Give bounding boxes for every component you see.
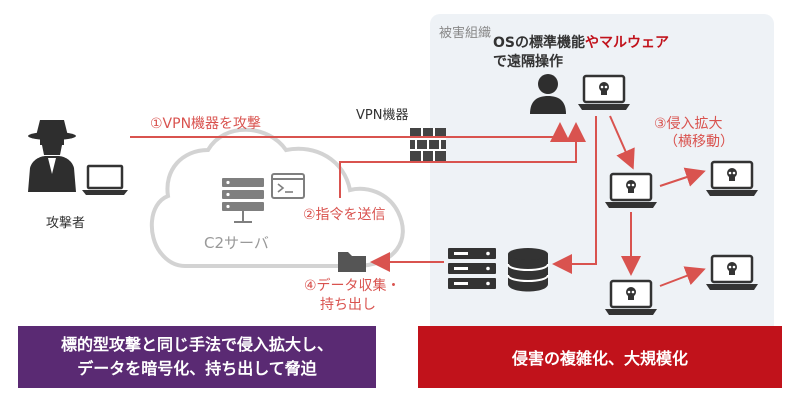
arrow-step2 <box>339 122 586 198</box>
vpn-device-label: VPN機器 <box>356 108 409 123</box>
arrow-step3-c <box>659 167 706 187</box>
attacker-label: 攻撃者 <box>46 216 86 231</box>
folder-icon <box>338 252 366 272</box>
arrow-step3-a <box>609 115 635 170</box>
attacker-icon <box>28 120 76 192</box>
arrow-to-server <box>552 116 597 274</box>
arrow-step1 <box>130 122 570 142</box>
step3-label-line2: （横移動） <box>664 134 734 150</box>
step4-label-line2: 持ち出し <box>320 297 376 313</box>
infected-laptop-5-icon <box>706 254 758 290</box>
c2-server-icon <box>222 178 264 223</box>
infected-laptop-main-icon <box>578 74 630 110</box>
infected-laptop-3-icon <box>605 279 657 315</box>
step1-label: ①VPN機器を攻撃 <box>150 116 262 132</box>
arrow-step3-d <box>659 266 706 287</box>
banner-left-line2: データを暗号化、持ち出して脅迫 <box>77 359 317 378</box>
c2-server-label: C2サーバ <box>204 234 269 252</box>
database-icon <box>507 248 549 292</box>
step3-label-line1: ③侵入拡大 <box>654 116 723 132</box>
banner-left-line1: 標的型攻撃と同じ手法で侵入拡大し、 <box>60 335 333 354</box>
infected-laptop-4-icon <box>706 160 758 196</box>
summary-banner-right: 侵害の複雑化、大規模化 <box>418 326 782 388</box>
attacker-laptop-icon <box>82 164 128 195</box>
operator-person-icon <box>530 74 566 114</box>
os-caption-line1: OSの標準機能やマルウェア <box>493 32 669 52</box>
summary-banner-left: 標的型攻撃と同じ手法で侵入拡大し、 データを暗号化、持ち出して脅迫 <box>18 326 376 388</box>
vpn-firewall-icon <box>410 128 446 161</box>
os-caption-line2: で遠隔操作 <box>493 54 563 70</box>
os-caption-part-b: やマルウェア <box>584 35 669 51</box>
file-server-icon <box>448 248 496 289</box>
step2-label: ②指令を送信 <box>303 207 386 223</box>
victim-zone-label: 被害組織 <box>439 26 492 41</box>
os-caption-part-a: OSの標準機能 <box>493 35 585 51</box>
attack-arrows <box>130 115 706 287</box>
terminal-icon <box>271 173 305 199</box>
step4-label-line1: ④データ収集・ <box>304 278 401 294</box>
infected-laptop-2-icon <box>605 172 657 208</box>
